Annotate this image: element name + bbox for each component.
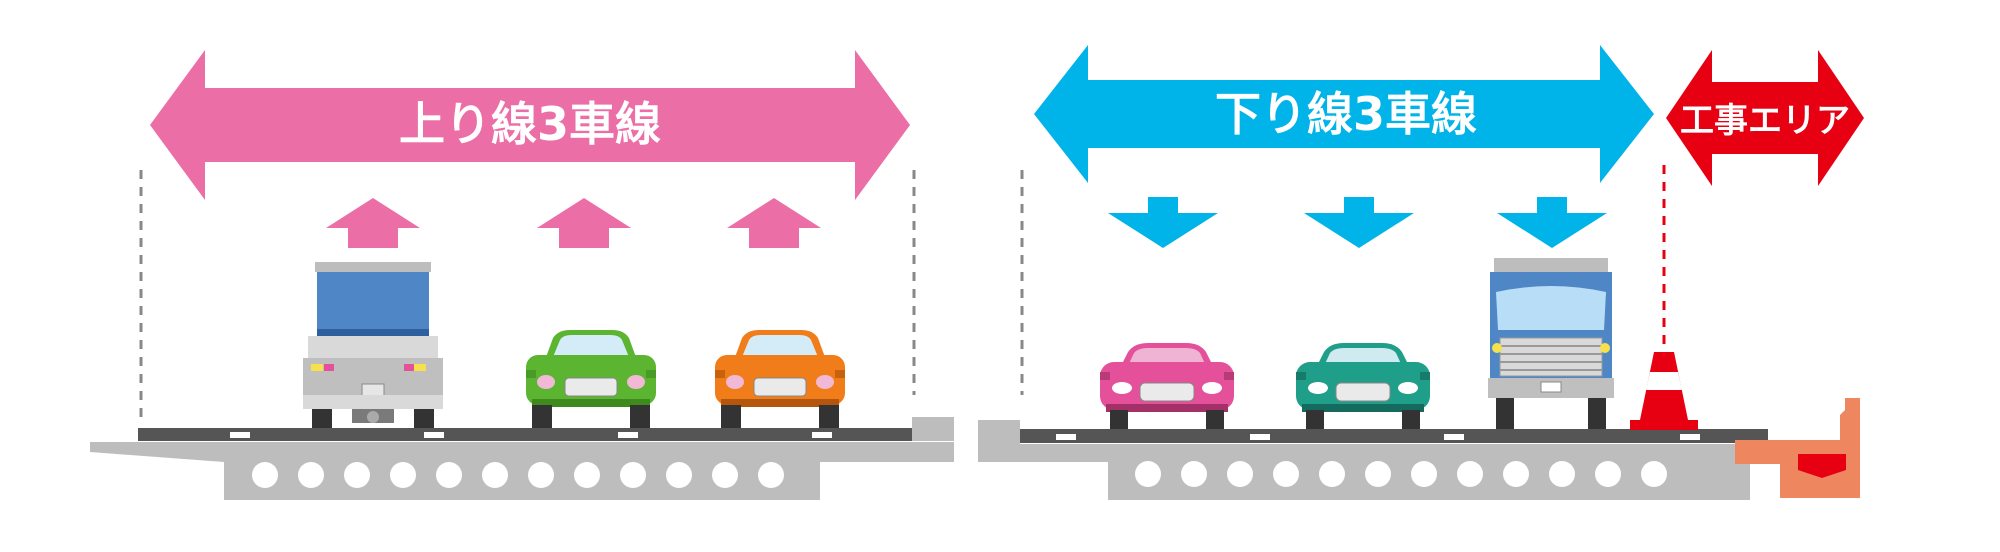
down-teal-car <box>1296 343 1430 430</box>
up-lane3-direction-arrow <box>727 198 821 248</box>
work-area-label: 工事エリア <box>1680 101 1850 141</box>
work-area-group: 工事エリア <box>1630 50 1864 498</box>
down-road-deck <box>978 420 1780 500</box>
up-truck <box>303 262 443 429</box>
up-road-deck <box>90 417 954 500</box>
up-green-car <box>526 330 656 430</box>
down-direction-group: 下り線3車線 <box>978 45 1780 500</box>
up-lanes-label: 上り線3車線 <box>399 97 661 151</box>
down-lane2-direction-arrow <box>1304 197 1414 248</box>
up-deck-void-holes <box>252 462 784 488</box>
down-lane1-direction-arrow <box>1108 197 1218 248</box>
down-pink-car <box>1100 343 1234 430</box>
down-truck <box>1488 258 1614 430</box>
up-lane1-direction-arrow <box>326 198 420 248</box>
traffic-cone-icon <box>1630 352 1698 430</box>
down-lanes-double-arrow <box>1034 45 1654 183</box>
down-deck-void-holes <box>1135 461 1667 487</box>
up-direction-group: 上り線3車線 <box>90 50 954 500</box>
up-orange-car <box>715 330 845 430</box>
down-lanes-label: 下り線3車線 <box>1215 87 1477 141</box>
work-area-barrier <box>1735 398 1860 498</box>
up-lanes-double-arrow <box>150 50 910 200</box>
work-area-double-arrow <box>1666 50 1864 186</box>
up-lane2-direction-arrow <box>537 198 631 248</box>
down-lane3-direction-arrow <box>1497 197 1607 248</box>
